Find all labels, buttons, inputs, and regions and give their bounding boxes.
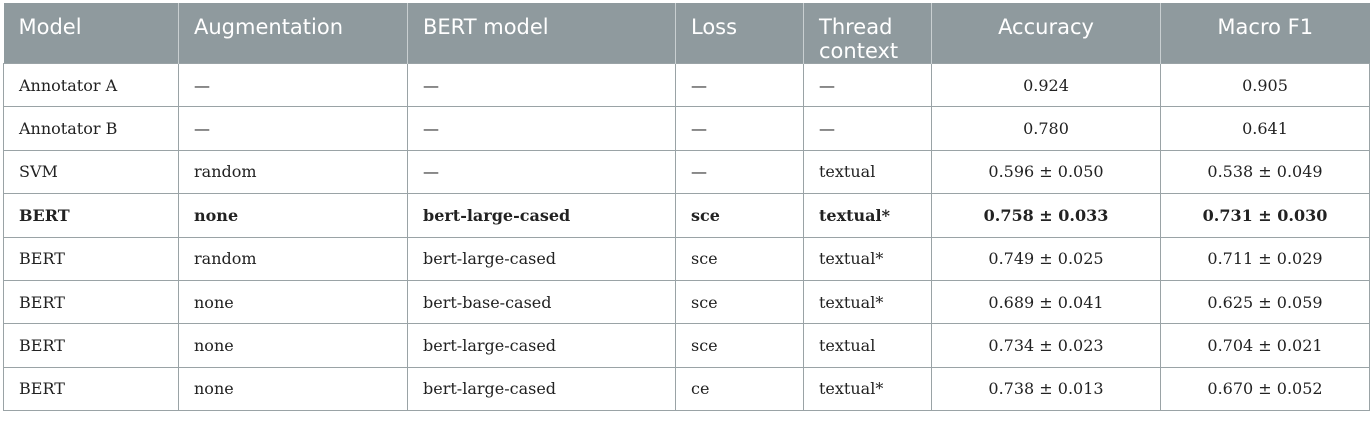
table-cell: —: [675, 106, 804, 151]
table-cell: 0.538 ± 0.049: [1160, 149, 1370, 195]
table-cell: 0.670 ± 0.052: [1160, 366, 1370, 412]
table-cell: sce: [675, 193, 804, 238]
column-header-model: Model: [3, 3, 179, 64]
table-cell: 0.711 ± 0.029: [1160, 236, 1370, 281]
table-cell: textual*: [803, 193, 932, 238]
table-cell: —: [675, 149, 804, 195]
table-cell: random: [178, 149, 408, 195]
table-cell: textual*: [803, 366, 932, 412]
table-cell: 0.641: [1160, 106, 1370, 151]
table-cell: textual*: [803, 236, 932, 281]
table-cell: BERT: [3, 366, 179, 412]
table-cell: random: [178, 236, 408, 281]
column-header-bert-model: BERT model: [407, 3, 676, 64]
table-cell: 0.924: [931, 62, 1161, 108]
table-cell: Annotator A: [3, 62, 179, 108]
table-cell: sce: [675, 236, 804, 281]
table-cell: ce: [675, 366, 804, 412]
table-cell: BERT: [3, 279, 179, 325]
table-cell: textual*: [803, 279, 932, 325]
table-cell: none: [178, 193, 408, 238]
table-cell: none: [178, 279, 408, 325]
table-cell: 0.758 ± 0.033: [931, 193, 1161, 238]
table-cell: 0.905: [1160, 62, 1370, 108]
table-cell: —: [803, 62, 932, 108]
table-cell: 0.738 ± 0.013: [931, 366, 1161, 412]
table-cell: BERT: [3, 193, 179, 238]
column-header-macro-f1: Macro F1: [1160, 3, 1370, 64]
table-cell: —: [407, 62, 676, 108]
table-cell: 0.704 ± 0.021: [1160, 323, 1370, 368]
table-cell: 0.749 ± 0.025: [931, 236, 1161, 281]
table-cell: Annotator B: [3, 106, 179, 151]
table-cell: 0.596 ± 0.050: [931, 149, 1161, 195]
table-cell: none: [178, 366, 408, 412]
table-cell: BERT: [3, 236, 179, 281]
table-cell: bert-large-cased: [407, 193, 676, 238]
table-cell: —: [675, 62, 804, 108]
table-cell: bert-base-cased: [407, 279, 676, 325]
table-cell: —: [178, 62, 408, 108]
table-cell: bert-large-cased: [407, 323, 676, 368]
table-cell: —: [803, 106, 932, 151]
table-cell: —: [407, 106, 676, 151]
table-cell: bert-large-cased: [407, 236, 676, 281]
column-header-thread-context: Thread context: [803, 3, 932, 64]
table-cell: textual: [803, 149, 932, 195]
column-header-accuracy: Accuracy: [931, 3, 1161, 64]
table-cell: 0.625 ± 0.059: [1160, 279, 1370, 325]
table-cell: 0.734 ± 0.023: [931, 323, 1161, 368]
table-cell: —: [407, 149, 676, 195]
table-cell: SVM: [3, 149, 179, 195]
table-cell: 0.731 ± 0.030: [1160, 193, 1370, 238]
table-cell: textual: [803, 323, 932, 368]
table-cell: BERT: [3, 323, 179, 368]
table-cell: 0.689 ± 0.041: [931, 279, 1161, 325]
table-cell: sce: [675, 323, 804, 368]
column-header-loss: Loss: [675, 3, 804, 64]
table-cell: none: [178, 323, 408, 368]
table-cell: 0.780: [931, 106, 1161, 151]
table-cell: bert-large-cased: [407, 366, 676, 412]
table-cell: —: [178, 106, 408, 151]
column-header-augmentation: Augmentation: [178, 3, 408, 64]
table-cell: sce: [675, 279, 804, 325]
